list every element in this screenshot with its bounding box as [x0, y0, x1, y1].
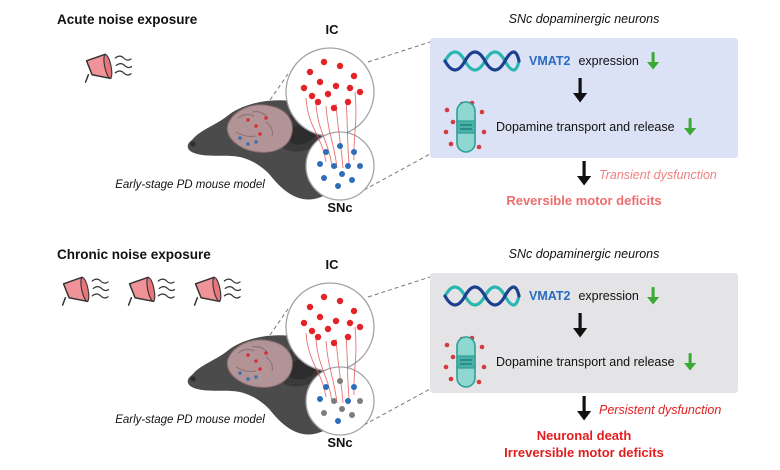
vesicle-icon: [442, 100, 488, 153]
pathway-box: VMAT2 expression Dopamine transport and …: [430, 273, 738, 393]
dysfunction-label: Persistent dysfunction: [599, 403, 722, 417]
panel-title: Acute noise exposure: [57, 12, 198, 27]
outcome-line: Irreversible motor deficits: [504, 445, 664, 460]
acute-panel: Acute noise exposure IC: [57, 12, 738, 215]
speaker-icon: [61, 276, 109, 306]
ic-label: IC: [325, 257, 339, 272]
outcome-line: Reversible motor deficits: [506, 193, 662, 208]
speaker-icons: [80, 48, 132, 94]
mouse-caption: Early-stage PD mouse model: [115, 179, 265, 191]
down-arrow-icon: [577, 396, 592, 421]
ic-neuron-dots: [300, 293, 364, 347]
down-arrow-icon: [577, 161, 592, 186]
pathway-box: VMAT2 expression Dopamine transport and …: [430, 38, 738, 158]
outcome-text: Reversible motor deficits: [430, 192, 738, 209]
ic-neuron-dots: [300, 58, 364, 112]
snc-neuron-dots: [317, 143, 363, 189]
snc-label: SNc: [327, 200, 353, 215]
dopamine-row: Dopamine transport and release: [442, 335, 697, 389]
expression-label: expression: [578, 289, 639, 303]
vesicle-icon: [442, 335, 488, 388]
green-down-arrow-icon: [646, 52, 660, 70]
dopamine-row: Dopamine transport and release: [442, 100, 697, 154]
box-header: SNc dopaminergic neurons: [508, 247, 660, 261]
outcome-text: Neuronal death Irreversible motor defici…: [430, 427, 738, 461]
box-header: SNc dopaminergic neurons: [508, 12, 660, 26]
dysfunction-label: Transient dysfunction: [599, 168, 717, 182]
outcome-line: Neuronal death: [536, 428, 632, 443]
dna-icon: [443, 285, 521, 307]
snc-neuron-dots: [317, 378, 363, 424]
expression-label: expression: [578, 54, 639, 68]
speaker-icon: [127, 276, 175, 306]
green-down-arrow-icon: [646, 287, 660, 305]
chronic-panel: Chronic noise exposure IC: [0, 235, 780, 470]
green-down-arrow-icon: [683, 118, 696, 136]
mouse-caption: Early-stage PD mouse model: [115, 414, 265, 426]
vmat2-row: VMAT2 expression: [442, 281, 660, 311]
ic-snc-circles: [285, 47, 375, 201]
ic-snc-circles: [285, 282, 375, 436]
vmat2-label: VMAT2: [529, 54, 571, 68]
ic-label: IC: [325, 22, 339, 37]
green-down-arrow-icon: [683, 353, 696, 371]
vmat2-label: VMAT2: [529, 289, 571, 303]
dopamine-label: Dopamine transport and release: [496, 355, 675, 369]
dna-icon: [443, 50, 521, 72]
snc-label: SNc: [327, 435, 353, 450]
dopamine-label: Dopamine transport and release: [496, 120, 675, 134]
panel-title: Chronic noise exposure: [57, 247, 211, 262]
vmat2-row: VMAT2 expression: [442, 46, 660, 76]
speaker-icon: [84, 53, 132, 83]
